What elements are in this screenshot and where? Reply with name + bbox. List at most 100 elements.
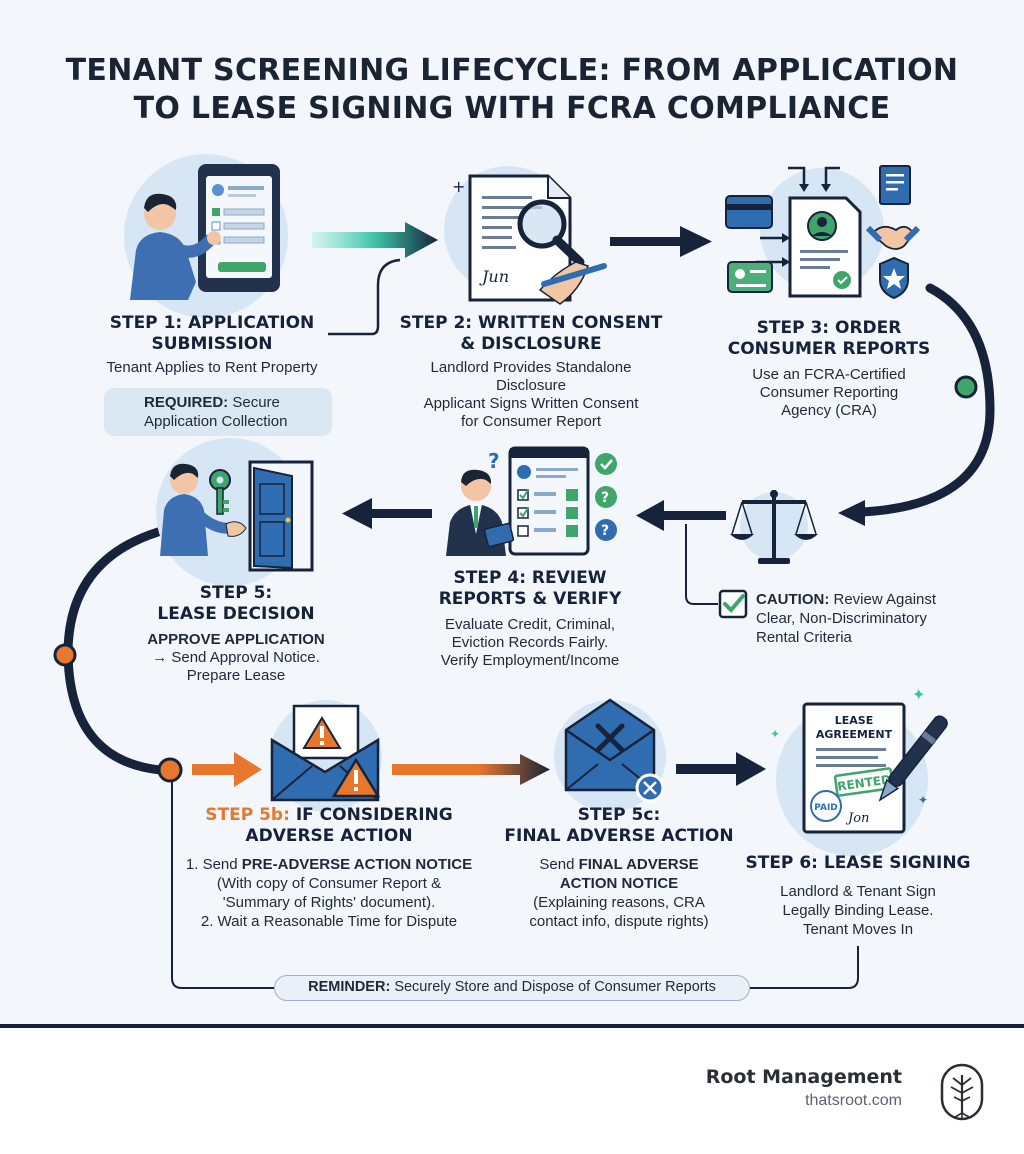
caution-text-2: Clear, Non-Discriminatory	[756, 610, 927, 627]
step3-heading-line1: STEP 3: ORDER	[756, 318, 902, 338]
step5b-line4: 2. Wait a Reasonable Time for Dispute	[200, 913, 458, 930]
arrow-step5b-to-step5c	[392, 754, 550, 785]
step1-illustration	[124, 154, 288, 318]
step6-desc-2: Legally Binding Lease.	[782, 902, 934, 919]
step5b-heading-accent: STEP 5b:	[205, 805, 290, 825]
step5-heading-line2: LEASE DECISION	[157, 604, 315, 624]
step5b-description: 1. Send PRE-ADVERSE ACTION NOTICE (With …	[170, 855, 488, 931]
flow-diagram: + Jun	[53, 154, 995, 989]
step5b-line1-bold: PRE-ADVERSE ACTION NOTICE	[241, 856, 473, 873]
step2-heading-line2: & DISCLOSURE	[460, 334, 602, 354]
svg-text:?: ?	[601, 523, 609, 539]
step5c-heading-line1: STEP 5c:	[577, 805, 661, 825]
arrow-step2-to-step3	[610, 226, 712, 257]
step6-block: STEP 6: LEASE SIGNING Landlord & Tenant …	[742, 853, 974, 939]
step5b-line2: (With copy of Consumer Report &	[216, 875, 442, 892]
step3-desc-1: Use an FCRA-Certified	[752, 366, 906, 383]
svg-text:✦: ✦	[912, 685, 925, 704]
arrow-step4-to-step5	[342, 498, 432, 529]
step3-desc-3: Agency (CRA)	[781, 402, 877, 419]
footer-divider	[0, 1024, 1024, 1028]
step3-heading: STEP 3: ORDER CONSUMER REPORTS	[718, 318, 940, 360]
lease-doc-title-1: LEASE	[835, 714, 873, 727]
step4-desc-1: Evaluate Credit, Criminal,	[444, 616, 616, 633]
step5c-heading: STEP 5c: FINAL ADVERSE ACTION	[496, 805, 742, 847]
step2-description: Landlord Provides Standalone Disclosure …	[386, 359, 676, 431]
step3-description: Use an FCRA-Certified Consumer Reporting…	[718, 366, 940, 420]
brand-block: Root Management thatsroot.com	[706, 1066, 902, 1110]
step1-heading-line1: STEP 1: APPLICATION	[109, 313, 315, 333]
tree-logo-icon	[940, 1063, 984, 1121]
reminder-label: REMINDER:	[308, 979, 391, 995]
arrow-step5-to-step5b	[53, 527, 183, 783]
caution-text-1: Review Against	[833, 591, 937, 608]
step4-heading-line1: STEP 4: REVIEW	[453, 568, 607, 588]
step5b-line3: 'Summary of Rights' document).	[222, 894, 436, 911]
svg-text:?: ?	[488, 449, 500, 473]
required-text-1: Secure	[232, 394, 280, 411]
step2-heading: STEP 2: WRITTEN CONSENT & DISCLOSURE	[386, 313, 676, 355]
arrow-into-step5b	[192, 752, 262, 787]
reminder-pill: REMINDER: Securely Store and Dispose of …	[274, 975, 750, 1001]
required-text: REQUIRED: Secure Application Collection	[144, 393, 287, 431]
arrow-scales-to-step4	[636, 500, 726, 605]
step5-desc-3: Prepare Lease	[186, 667, 286, 684]
arrow-step1-to-step2	[312, 222, 438, 336]
arrow-step5c-to-step6	[676, 752, 766, 786]
step5-heading-line1: STEP 5:	[199, 583, 273, 603]
canvas: TENANT SCREENING LIFECYCLE: FROM APPLICA…	[0, 0, 1024, 1026]
step5c-line4: contact info, dispute rights)	[529, 913, 709, 930]
svg-text:✦: ✦	[918, 793, 928, 807]
step5-desc-1: APPROVE APPLICATION	[147, 631, 325, 648]
brand-name: Root Management	[705, 1066, 902, 1088]
caution-text-3: Rental Criteria	[756, 629, 852, 646]
title-line-2: TO LEASE SIGNING WITH FCRA COMPLIANCE	[133, 91, 891, 126]
lease-doc-title-2: AGREEMENT	[816, 728, 893, 741]
required-text-2: Application Collection	[144, 413, 288, 430]
step2-desc-1: Landlord Provides Standalone	[430, 359, 632, 376]
step5c-line2-bold: ACTION NOTICE	[559, 875, 679, 892]
step6-signature-text: Jon	[845, 811, 869, 826]
step2-heading-line1: STEP 2: WRITTEN CONSENT	[399, 313, 663, 333]
step5-desc-2: → Send Approval Notice.	[152, 649, 320, 666]
step2-desc-2: Disclosure	[495, 377, 567, 394]
step1-heading-line2: SUBMISSION	[151, 334, 273, 354]
step4-illustration: ? ? ?	[446, 446, 617, 556]
step4-desc-2: Eviction Records Fairly.	[451, 634, 609, 651]
required-box: REQUIRED: Secure Application Collection	[104, 388, 332, 436]
step2-desc-3: Applicant Signs Written Consent	[423, 395, 639, 412]
step3-desc-2: Consumer Reporting	[759, 384, 899, 401]
step5b-illustration	[270, 700, 382, 812]
step3-block: STEP 3: ORDER CONSUMER REPORTS Use an FC…	[718, 318, 940, 420]
scales-illustration	[730, 490, 818, 564]
step5c-block: STEP 5c: FINAL ADVERSE ACTION Send FINAL…	[496, 805, 742, 931]
svg-text:?: ?	[601, 490, 609, 506]
step6-illustration: ✦ ✦ ✦ LEASE AGREEMENT RENTED PAID Jon	[770, 685, 948, 856]
caution-label: CAUTION:	[756, 591, 830, 608]
step6-desc-1: Landlord & Tenant Sign	[780, 883, 936, 900]
reminder-text: Securely Store and Dispose of Consumer R…	[394, 979, 716, 995]
step1-description: Tenant Applies to Rent Property	[106, 359, 318, 376]
step5c-illustration	[554, 698, 666, 812]
step5c-line1-bold: FINAL ADVERSE	[578, 856, 699, 873]
caution-text: CAUTION: Review Against Clear, Non-Discr…	[756, 590, 936, 647]
reminder-bracket	[171, 782, 859, 989]
paid-seal-text: PAID	[814, 803, 838, 813]
step3-illustration	[725, 165, 921, 300]
step4-desc-3: Verify Employment/Income	[440, 652, 620, 669]
step4-block: STEP 4: REVIEW REPORTS & VERIFY Evaluate…	[408, 568, 652, 670]
step6-heading: STEP 6: LEASE SIGNING	[745, 853, 971, 873]
page-title: TENANT SCREENING LIFECYCLE: FROM APPLICA…	[40, 52, 984, 128]
step5c-line1-prefix: Send	[539, 856, 575, 873]
step4-description: Evaluate Credit, Criminal, Eviction Reco…	[408, 616, 652, 670]
step5b-heading-rest: IF CONSIDERING	[295, 805, 453, 825]
step1-block: STEP 1: APPLICATION SUBMISSION Tenant Ap…	[92, 313, 332, 377]
step5b-heading-line2: ADVERSE ACTION	[245, 826, 413, 846]
step3-heading-line2: CONSUMER REPORTS	[727, 339, 931, 359]
step5b-block: STEP 5b: IF CONSIDERING ADVERSE ACTION 1…	[170, 805, 488, 931]
step4-heading: STEP 4: REVIEW REPORTS & VERIFY	[408, 568, 652, 610]
required-label: REQUIRED:	[144, 394, 229, 411]
step5-heading: STEP 5: LEASE DECISION	[120, 583, 352, 625]
step2-desc-4: for Consumer Report	[460, 413, 602, 430]
step2-signature-text: Jun	[479, 267, 509, 286]
